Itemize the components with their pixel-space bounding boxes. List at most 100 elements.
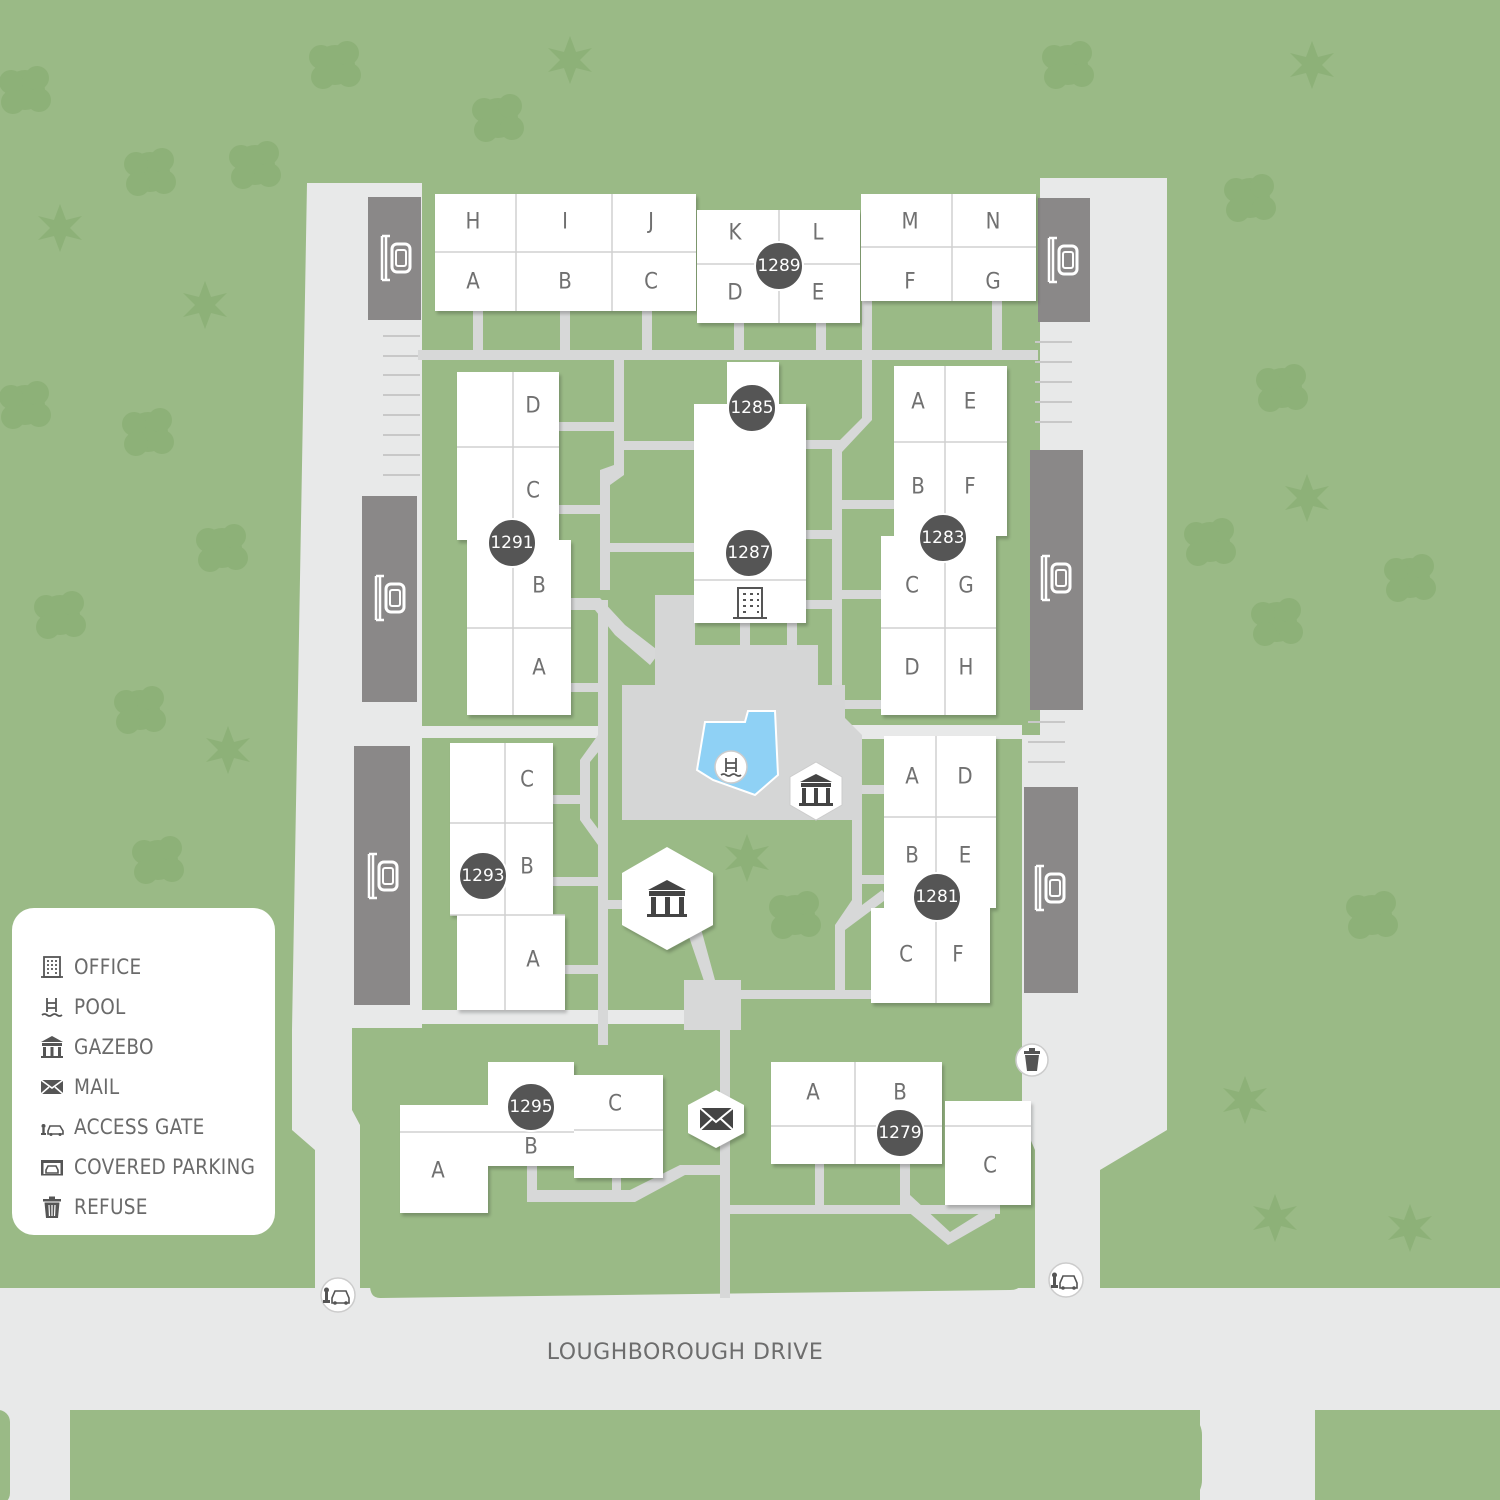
unit-1289-A: A bbox=[466, 270, 480, 295]
legend-item-access-gate[interactable]: ACCESS GATE bbox=[40, 1112, 222, 1142]
svg-text:1285: 1285 bbox=[730, 398, 773, 418]
walkways bbox=[418, 300, 1038, 1298]
unit-1281-F: F bbox=[952, 943, 963, 968]
svg-text:1295: 1295 bbox=[509, 1097, 552, 1117]
unit-1289-H: H bbox=[466, 210, 481, 235]
refuse-marker[interactable] bbox=[1015, 1043, 1049, 1077]
access-gate-icon bbox=[1051, 1272, 1078, 1290]
unit-1279-B: B bbox=[893, 1081, 907, 1106]
unit-1279-A: A bbox=[806, 1081, 820, 1106]
unit-1289-J: J bbox=[646, 210, 654, 235]
unit-1291-B: B bbox=[532, 574, 546, 599]
mail-icon bbox=[40, 1079, 64, 1095]
unit-1293-A: A bbox=[526, 948, 540, 973]
unit-1291-D: D bbox=[525, 394, 540, 419]
building-badge-1283[interactable]: 1283 bbox=[918, 513, 968, 563]
unit-1289-K: K bbox=[729, 221, 743, 246]
svg-text:1289: 1289 bbox=[757, 256, 800, 276]
legend-item-gazebo[interactable]: GAZEBO bbox=[40, 1032, 165, 1062]
unit-1281-D: D bbox=[957, 765, 972, 790]
covered-parking-structures bbox=[354, 197, 1090, 1005]
gazebo-icon bbox=[647, 880, 687, 917]
refuse-icon bbox=[1024, 1048, 1040, 1071]
unit-1283-C: C bbox=[905, 574, 919, 599]
legend-label: OFFICE bbox=[74, 955, 142, 979]
legend-label: MAIL bbox=[74, 1075, 120, 1099]
unit-1289-F: F bbox=[904, 270, 915, 295]
svg-text:1293: 1293 bbox=[461, 866, 504, 886]
unit-1289-D: D bbox=[727, 281, 742, 306]
building-badge-1293[interactable]: 1293 bbox=[458, 851, 508, 901]
unit-1283-D: D bbox=[904, 656, 919, 681]
legend-label: REFUSE bbox=[74, 1195, 148, 1219]
legend-label: COVERED PARKING bbox=[74, 1155, 256, 1179]
building-badge-1295[interactable]: 1295 bbox=[506, 1082, 556, 1132]
unit-1289-N: N bbox=[986, 210, 1001, 235]
access-gate-marker-west[interactable] bbox=[320, 1277, 356, 1313]
unit-1283-F: F bbox=[964, 475, 975, 500]
gazebo-icon bbox=[41, 1036, 63, 1058]
access-gate-icon bbox=[323, 1287, 350, 1305]
pool-icon bbox=[41, 998, 63, 1017]
unit-1289-L: L bbox=[812, 221, 823, 246]
building-badge-1285[interactable]: 1285 bbox=[727, 383, 777, 433]
unit-1295-A: A bbox=[431, 1159, 445, 1184]
unit-1291-A: A bbox=[532, 656, 546, 681]
unit-1283-H: H bbox=[959, 656, 974, 681]
unit-1283-B: B bbox=[911, 475, 925, 500]
building-badges: 1289 1285 1287 1291 1283 1293 1281 1295 … bbox=[458, 241, 968, 1158]
unit-letters: H I J K L M N A B C D E F G D C B A A E … bbox=[431, 210, 1000, 1184]
office-icon bbox=[733, 587, 767, 619]
svg-text:1281: 1281 bbox=[915, 887, 958, 907]
svg-text:1291: 1291 bbox=[490, 533, 533, 553]
unit-1295-C: C bbox=[608, 1092, 622, 1117]
unit-1283-E: E bbox=[964, 390, 977, 415]
covered-parking-icon bbox=[41, 1160, 63, 1176]
unit-1281-C: C bbox=[899, 943, 913, 968]
unit-1289-G: G bbox=[985, 270, 1000, 295]
access-gate-icon bbox=[41, 1124, 64, 1136]
building-badge-1287[interactable]: 1287 bbox=[724, 528, 774, 578]
unit-1281-B: B bbox=[905, 844, 919, 869]
unit-1291-C: C bbox=[526, 479, 540, 504]
gazebo-marker-lawn[interactable] bbox=[622, 847, 713, 950]
refuse-icon bbox=[43, 1196, 61, 1218]
mail-marker[interactable] bbox=[688, 1090, 744, 1148]
mail-icon bbox=[699, 1107, 734, 1131]
building-badge-1281[interactable]: 1281 bbox=[912, 872, 962, 922]
street-name-label: LOUGHBOROUGH DRIVE bbox=[547, 1340, 823, 1365]
unit-1289-C: C bbox=[644, 270, 658, 295]
legend-item-pool[interactable]: POOL bbox=[40, 992, 133, 1022]
gazebo-icon bbox=[799, 774, 833, 806]
unit-1281-E: E bbox=[959, 844, 972, 869]
unit-1289-E: E bbox=[812, 281, 825, 306]
svg-text:1279: 1279 bbox=[878, 1123, 921, 1143]
svg-text:1283: 1283 bbox=[921, 528, 964, 548]
pool-icon bbox=[720, 758, 742, 777]
unit-1289-B: B bbox=[558, 270, 572, 295]
legend-label: GAZEBO bbox=[74, 1035, 154, 1059]
map-legend: OFFICE POOL GAZEBO MAIL ACCESS GATE bbox=[12, 908, 275, 1235]
legend-label: ACCESS GATE bbox=[74, 1115, 205, 1139]
access-gate-marker-east[interactable] bbox=[1048, 1262, 1084, 1298]
building-badge-1279[interactable]: 1279 bbox=[875, 1108, 925, 1158]
legend-item-office[interactable]: OFFICE bbox=[40, 952, 151, 982]
unit-1293-C: C bbox=[520, 768, 534, 793]
unit-1283-A: A bbox=[911, 390, 925, 415]
gazebo-marker-pool[interactable] bbox=[789, 761, 843, 821]
parking-stripes bbox=[383, 335, 1072, 763]
unit-1289-M: M bbox=[901, 210, 918, 235]
legend-item-refuse[interactable]: REFUSE bbox=[40, 1192, 158, 1222]
covered-parking-nw bbox=[368, 197, 421, 320]
unit-1293-B: B bbox=[520, 855, 534, 880]
office-marker[interactable] bbox=[733, 587, 767, 619]
building-badge-1289[interactable]: 1289 bbox=[754, 241, 804, 291]
office-icon bbox=[41, 956, 63, 978]
legend-item-covered-parking[interactable]: COVERED PARKING bbox=[40, 1152, 280, 1182]
legend-item-mail[interactable]: MAIL bbox=[40, 1072, 126, 1102]
pool-marker[interactable] bbox=[714, 750, 748, 784]
legend-label: POOL bbox=[74, 995, 126, 1019]
unit-1283-G: G bbox=[958, 574, 973, 599]
building-badge-1291[interactable]: 1291 bbox=[487, 518, 537, 568]
